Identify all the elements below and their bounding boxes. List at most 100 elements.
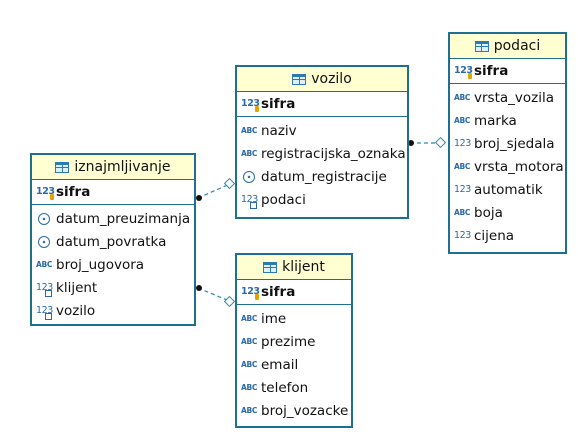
primary-key-row[interactable]: 123 sifra bbox=[237, 280, 351, 305]
entity-title: podaci bbox=[493, 38, 541, 54]
column-name: marka bbox=[474, 112, 517, 129]
column-name: klijent bbox=[56, 279, 98, 296]
column-name: sifra bbox=[474, 63, 509, 79]
text-type-icon: ABC bbox=[241, 382, 258, 392]
entity-header[interactable]: podaci bbox=[450, 34, 565, 59]
column-name: automatik bbox=[474, 181, 543, 198]
entity-header[interactable]: klijent bbox=[237, 255, 351, 280]
text-type-icon: ABC bbox=[454, 161, 471, 171]
entity-title: vozilo bbox=[311, 71, 352, 87]
text-type-icon: ABC bbox=[241, 336, 258, 346]
column-name: broj_vozacke bbox=[261, 402, 349, 419]
column-name: prezime bbox=[261, 333, 316, 350]
column-name: sifra bbox=[261, 96, 296, 112]
pk-end-diamond bbox=[434, 136, 447, 149]
column-row[interactable]: datum_povratka bbox=[32, 230, 194, 253]
text-type-icon: ABC bbox=[241, 148, 258, 158]
column-name: cijena bbox=[474, 227, 515, 244]
table-icon bbox=[55, 161, 70, 173]
column-row[interactable]: datum_registracije bbox=[237, 165, 407, 188]
column-name: boja bbox=[474, 204, 503, 221]
link-iznajmljivanje-vozilo[interactable] bbox=[196, 177, 236, 201]
text-type-icon: ABC bbox=[454, 207, 471, 217]
fk-end-dot bbox=[196, 285, 202, 291]
table-icon bbox=[263, 261, 278, 273]
column-name: sifra bbox=[56, 184, 91, 200]
entity-header[interactable]: iznajmljivanje bbox=[32, 155, 194, 180]
column-name: telefon bbox=[261, 379, 309, 396]
table-icon bbox=[292, 73, 307, 85]
column-name: vrsta_vozila bbox=[474, 89, 554, 106]
column-name: vozilo bbox=[56, 302, 96, 319]
column-name: broj_ugovora bbox=[56, 256, 145, 273]
entity-iznajmljivanje[interactable]: iznajmljivanje 123 sifra datum_preuziman… bbox=[30, 153, 196, 326]
column-name: ime bbox=[261, 310, 287, 327]
fk-end-dot bbox=[196, 195, 202, 201]
column-name: datum_povratka bbox=[56, 233, 167, 250]
date-type-icon bbox=[243, 170, 255, 183]
fk-end-dot bbox=[408, 140, 414, 146]
column-name: email bbox=[261, 356, 299, 373]
pk-end-diamond bbox=[223, 295, 236, 308]
text-type-icon: ABC bbox=[241, 359, 258, 369]
column-name: sifra bbox=[261, 284, 296, 300]
column-name: podaci bbox=[261, 191, 306, 208]
column-row[interactable]: datum_preuzimanja bbox=[32, 207, 194, 230]
column-name: vrsta_motora bbox=[474, 158, 564, 175]
column-name: broj_sjedala bbox=[474, 135, 555, 152]
numeric-type-icon: 123 bbox=[454, 183, 471, 195]
column-name: datum_preuzimanja bbox=[56, 210, 191, 227]
text-type-icon: ABC bbox=[454, 115, 471, 125]
text-type-icon: ABC bbox=[241, 125, 258, 135]
numeric-foreign-key-icon: 123 bbox=[241, 193, 258, 209]
numeric-key-icon: 123 bbox=[241, 98, 260, 112]
text-type-icon: ABC bbox=[454, 92, 471, 102]
entity-header[interactable]: vozilo bbox=[237, 67, 407, 92]
column-name: naziv bbox=[261, 122, 297, 139]
text-type-icon: ABC bbox=[241, 313, 258, 323]
numeric-key-icon: 123 bbox=[241, 286, 260, 300]
primary-key-row[interactable]: 123 sifra bbox=[32, 180, 194, 205]
numeric-foreign-key-icon: 123 bbox=[36, 281, 53, 297]
pk-end-diamond bbox=[223, 177, 236, 190]
numeric-type-icon: 123 bbox=[454, 137, 471, 149]
link-iznajmljivanje-klijent[interactable] bbox=[196, 285, 236, 308]
numeric-type-icon: 123 bbox=[454, 229, 471, 241]
column-name: datum_registracije bbox=[261, 168, 387, 185]
primary-key-row[interactable]: 123 sifra bbox=[237, 92, 407, 117]
entity-title: klijent bbox=[282, 259, 325, 275]
column-name: registracijska_oznaka bbox=[261, 145, 406, 162]
numeric-key-icon: 123 bbox=[36, 186, 55, 200]
date-type-icon bbox=[38, 235, 50, 248]
text-type-icon: ABC bbox=[36, 259, 53, 269]
text-type-icon: ABC bbox=[241, 405, 258, 415]
entity-title: iznajmljivanje bbox=[74, 159, 171, 175]
link-vozilo-podaci[interactable] bbox=[408, 136, 447, 149]
date-type-icon bbox=[38, 212, 50, 225]
table-icon bbox=[474, 40, 489, 52]
primary-key-row[interactable]: 123 sifra bbox=[450, 59, 565, 84]
numeric-foreign-key-icon: 123 bbox=[36, 304, 53, 320]
